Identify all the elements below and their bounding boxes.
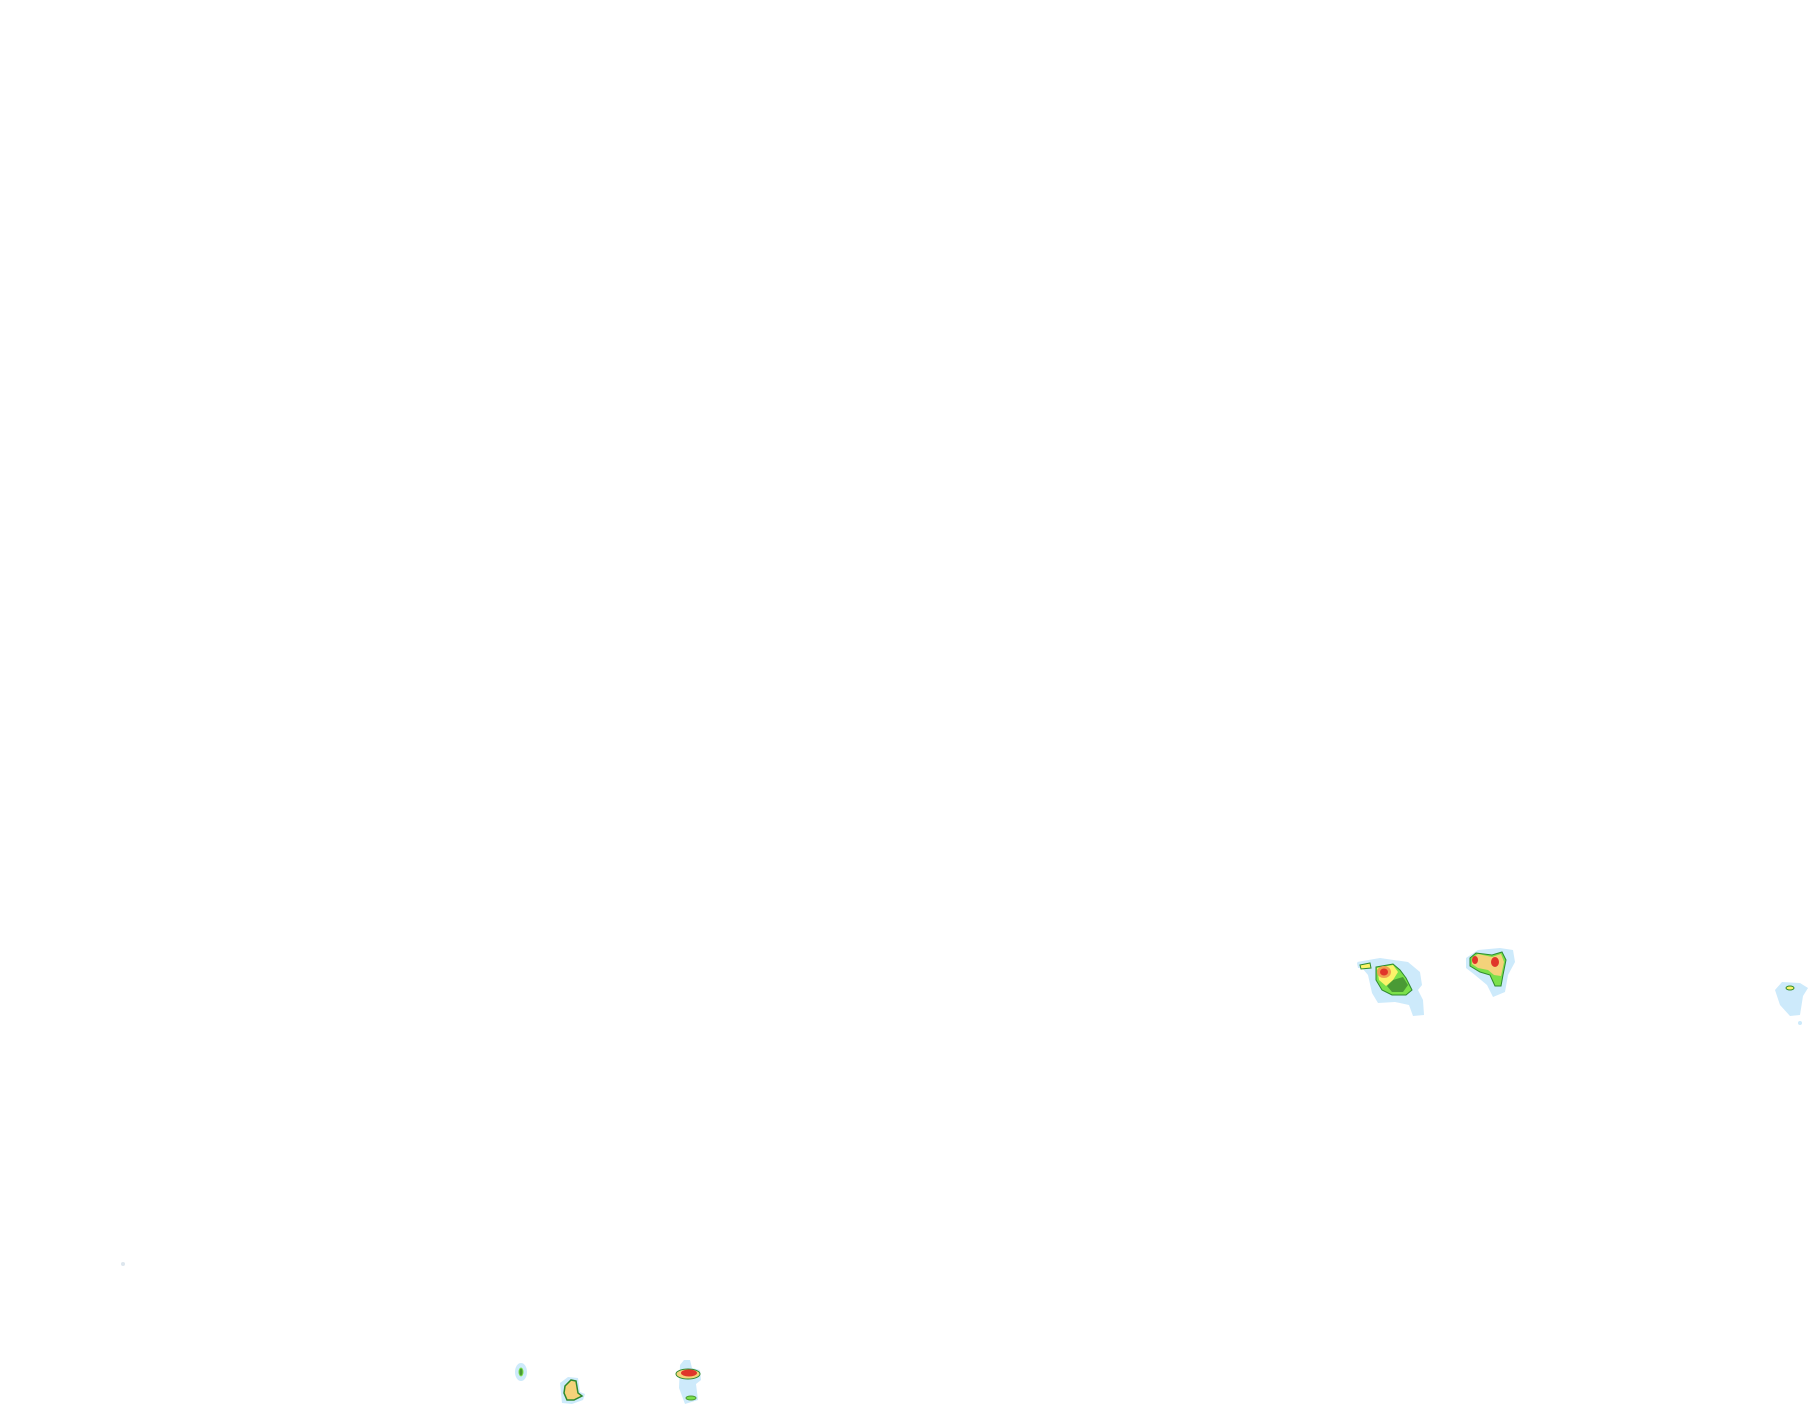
precip-low: [1785, 985, 1795, 991]
precip-cell: [675, 1360, 701, 1404]
precip-low: [1359, 962, 1372, 970]
precip-extreme: [1491, 957, 1499, 967]
precip-cell: [1466, 948, 1515, 997]
precip-extreme: [681, 1369, 697, 1377]
precip-light: [1798, 1021, 1802, 1025]
precip-light: [1775, 982, 1808, 1016]
precip-heavy: [563, 1379, 584, 1401]
precip-extreme: [1472, 956, 1478, 964]
precip-cell: [515, 1363, 527, 1381]
precip-low: [685, 1395, 697, 1401]
precip-extreme: [1380, 968, 1388, 976]
precip-moderate: [1387, 977, 1408, 992]
precip-cell: [1775, 982, 1808, 1025]
precip-cell: [560, 1377, 585, 1404]
precip-moderate: [518, 1367, 524, 1377]
precip-speck: [121, 1262, 125, 1266]
precip-cell: [1357, 958, 1424, 1016]
